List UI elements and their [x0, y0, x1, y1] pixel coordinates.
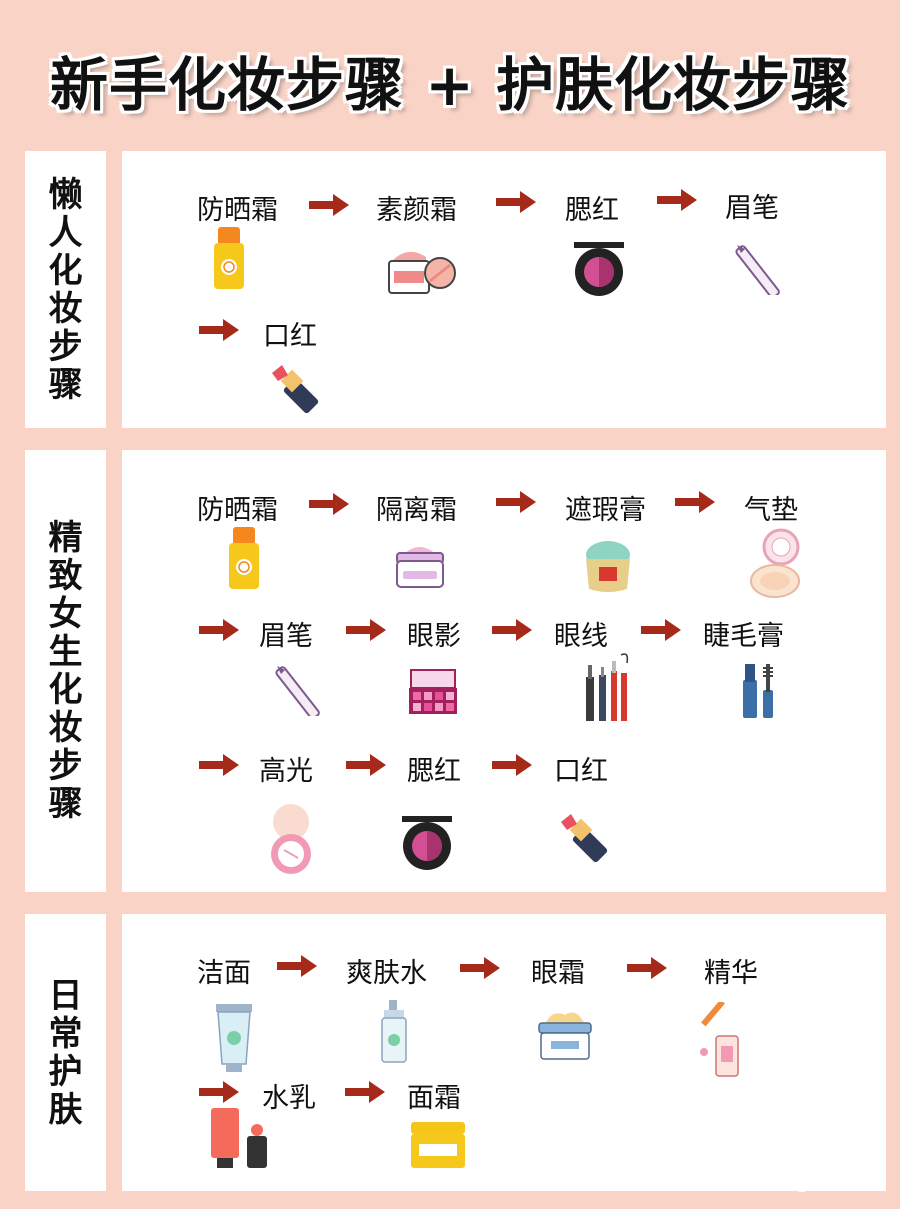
arrow-right-icon [496, 191, 536, 213]
face-cream-jar-icon [411, 1122, 465, 1168]
step-label: 高光 [259, 756, 313, 787]
lipstick-icon [272, 365, 319, 414]
eyeshadow-palette-icon [409, 669, 457, 714]
primer-jar-icon [396, 547, 444, 588]
section-label-char: 女 [48, 594, 83, 634]
section-label-text: 日常护肤 [49, 977, 83, 1129]
step-label: 防晒霜 [197, 195, 278, 226]
arrow-right-icon [345, 1081, 385, 1103]
serum-dropper-icon [700, 1002, 739, 1077]
step-label: 遮瑕膏 [565, 495, 646, 526]
arrow-right-icon [627, 957, 667, 979]
section-label-char: 妆 [48, 288, 83, 329]
section-label-char: 常 [48, 1013, 83, 1054]
section-label-char: 生 [48, 632, 83, 672]
section-label-char: 化 [48, 670, 83, 710]
arrow-right-icon [199, 1081, 239, 1103]
section-label-delicate: 精致女生化妆步骤 [25, 450, 106, 892]
arrow-right-icon [496, 491, 536, 513]
section-label-skincare: 日常护肤 [25, 914, 106, 1191]
step-label: 眼霜 [531, 958, 585, 989]
cushion-compact-icon [750, 528, 800, 598]
step-label: 面霜 [407, 1083, 461, 1114]
step-label: 睫毛膏 [703, 621, 784, 652]
page-title: 新手化妆步骤 + 护肤化妆步骤 [50, 51, 850, 119]
eye-cream-jar-icon [538, 1012, 592, 1060]
arrow-right-icon [309, 493, 349, 515]
watermark: 知乎 @好望角 [734, 1166, 886, 1194]
step-label: 防晒霜 [197, 495, 278, 526]
arrow-right-icon [641, 619, 681, 641]
step-label: 爽肤水 [346, 958, 427, 989]
step-label: 眉笔 [725, 193, 779, 224]
arrow-right-icon [277, 955, 317, 977]
face-cream-jar-icon [388, 251, 456, 294]
section-label-char: 妆 [48, 708, 83, 748]
lipstick-icon [561, 814, 608, 863]
arrow-right-icon [309, 194, 349, 216]
section-label-char: 步 [48, 746, 83, 786]
step-label: 隔离霜 [376, 495, 457, 526]
section-label-char: 日 [48, 975, 83, 1016]
step-label: 洁面 [197, 958, 251, 989]
arrow-right-icon [199, 319, 239, 341]
step-label: 气垫 [744, 495, 798, 526]
eyebrow-pencil-icon [735, 245, 780, 295]
step-label: 眼线 [554, 621, 608, 652]
step-label: 水乳 [262, 1083, 316, 1114]
section-label-char: 骤 [48, 784, 83, 824]
arrow-right-icon [199, 619, 239, 641]
arrow-right-icon [675, 491, 715, 513]
section-label-char: 人 [48, 212, 83, 253]
section-label-char: 骤 [48, 364, 83, 405]
step-label: 素颜霜 [376, 195, 457, 226]
section-label-text: 懒人化妆步骤 [49, 176, 83, 404]
section-label-char: 懒 [48, 174, 83, 215]
step-label: 眉笔 [259, 621, 313, 652]
lotion-set-icon [211, 1108, 267, 1168]
arrow-right-icon [492, 754, 532, 776]
mascara-icon [743, 664, 773, 718]
concealer-jar-icon [586, 541, 630, 592]
highlighter-compact-icon [271, 804, 311, 874]
arrow-right-icon [460, 957, 500, 979]
section-label-char: 肤 [48, 1089, 83, 1130]
cleanser-tube-icon [216, 1004, 252, 1072]
step-label: 口红 [263, 321, 317, 352]
blush-compact-icon [402, 816, 452, 870]
section-label-char: 化 [48, 250, 83, 291]
section-panel-delicate [122, 450, 886, 892]
sunscreen-icon [214, 227, 244, 289]
toner-bottle-icon [381, 1000, 407, 1063]
step-label: 腮红 [407, 756, 461, 787]
arrow-right-icon [199, 754, 239, 776]
step-label: 精华 [704, 958, 758, 989]
section-label-text: 精致女生化妆步骤 [49, 519, 83, 823]
section-label-char: 精 [48, 518, 83, 558]
section-label-char: 步 [48, 326, 83, 367]
sunscreen-icon [229, 527, 259, 589]
step-label: 眼影 [407, 621, 461, 652]
section-label-char: 致 [48, 556, 83, 596]
arrow-right-icon [657, 189, 697, 211]
blush-compact-icon [574, 242, 624, 296]
arrow-right-icon [492, 619, 532, 641]
section-label-char: 护 [48, 1051, 83, 1092]
eyebrow-pencil-icon [275, 666, 320, 716]
section-label-lazy: 懒人化妆步骤 [25, 151, 106, 428]
section-panel-lazy [122, 151, 886, 428]
step-label: 口红 [554, 756, 608, 787]
arrow-right-icon [346, 754, 386, 776]
eyeliner-set-icon [586, 653, 629, 721]
step-label: 腮红 [565, 195, 619, 226]
arrow-right-icon [346, 619, 386, 641]
